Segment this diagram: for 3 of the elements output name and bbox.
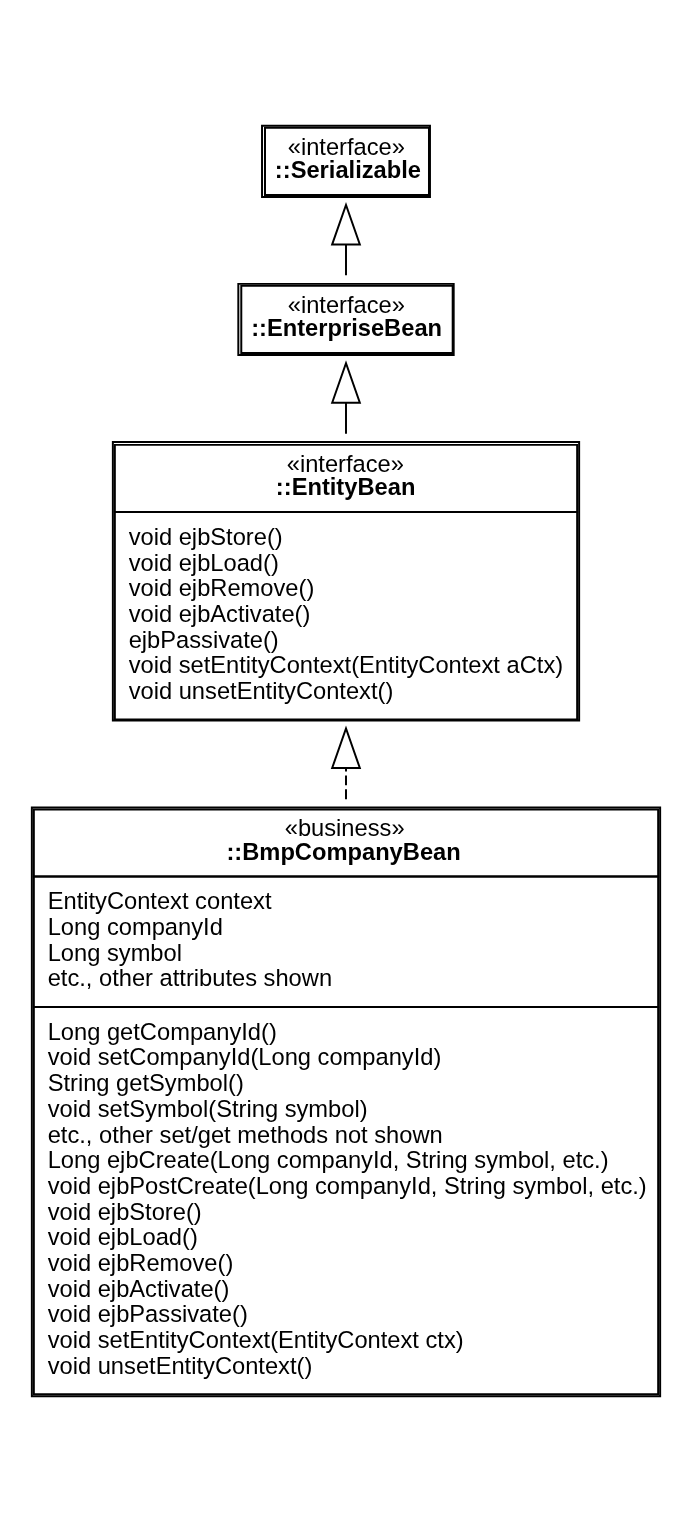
arrow [330, 201, 362, 277]
arrow [330, 360, 362, 435]
arrow [330, 725, 362, 801]
